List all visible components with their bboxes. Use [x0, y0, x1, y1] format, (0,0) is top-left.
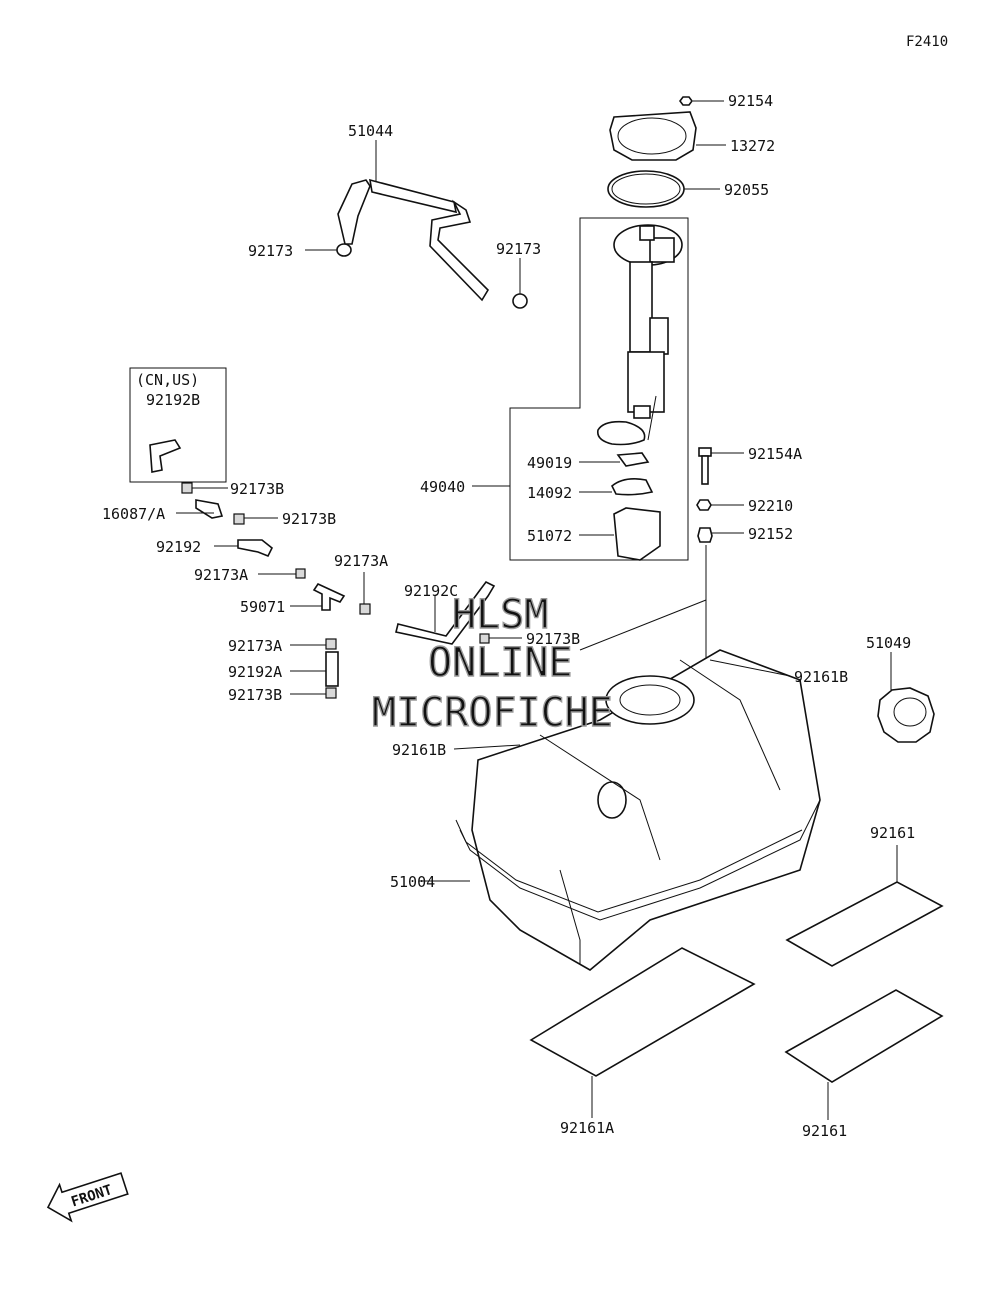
part-92173A-clip-1 — [258, 568, 306, 579]
part-59071-tee — [290, 582, 346, 611]
part-92161-pad-lower — [784, 989, 944, 1120]
part-92173-clamp-left — [305, 243, 352, 257]
part-92161-pad-upper — [785, 845, 944, 967]
part-14092-cover — [579, 478, 654, 496]
label-92154A: 92154A — [748, 445, 802, 463]
part-92173B-clip-4 — [290, 687, 337, 699]
label-49040: 49040 — [420, 478, 465, 496]
part-92173B-clip-3 — [479, 633, 522, 644]
label-51004: 51004 — [390, 873, 435, 891]
label-51049: 51049 — [866, 634, 911, 652]
part-51072-filter — [579, 507, 661, 561]
part-92173A-clip-3 — [290, 638, 337, 650]
label-92210: 92210 — [748, 497, 793, 515]
region-box-cn-us — [129, 367, 227, 483]
label-92161B-lower: 92161B — [392, 741, 446, 759]
label-92161A: 92161A — [560, 1119, 614, 1137]
leader-pump-to-tank — [579, 599, 707, 651]
label-51044: 51044 — [348, 122, 393, 140]
watermark-line3: MICROFICHE — [372, 690, 613, 736]
label-92173A-2: 92173A — [334, 552, 388, 570]
part-49019-clip — [579, 452, 650, 467]
label-92161B-upper: 92161B — [794, 668, 848, 686]
label-14092: 14092 — [527, 484, 572, 502]
label-92152: 92152 — [748, 525, 793, 543]
label-92154: 92154 — [728, 92, 773, 110]
label-92055: 92055 — [724, 181, 769, 199]
label-92192C: 92192C — [404, 582, 458, 600]
front-arrow-badge: FRONT — [46, 1172, 129, 1223]
label-92173B-3: 92173B — [526, 630, 580, 648]
sheet-code: F2410 — [906, 34, 948, 50]
label-92192: 92192 — [156, 538, 201, 556]
label-92173B-2: 92173B — [282, 510, 336, 528]
part-92173-clamp-right — [512, 258, 528, 309]
part-92154-screw — [679, 96, 724, 106]
watermark-line2: ONLINE — [428, 640, 573, 686]
part-51044-hose — [337, 140, 490, 302]
part-fuel-pump — [596, 224, 683, 446]
label-92173A-1: 92173A — [194, 566, 248, 584]
label-13272: 13272 — [730, 137, 775, 155]
label-92161-upper: 92161 — [870, 824, 915, 842]
part-92192A-hose — [290, 651, 339, 687]
part-92173B-clip-2 — [233, 513, 278, 525]
label-92192A: 92192A — [228, 663, 282, 681]
leader-92161B-lower — [453, 744, 521, 750]
label-92173-left: 92173 — [248, 242, 293, 260]
label-region: (CN,US) — [136, 371, 199, 389]
part-92210-nut — [696, 499, 744, 511]
part-92173A-clip-2 — [359, 572, 371, 615]
label-51072: 51072 — [527, 527, 572, 545]
part-92161A-pad — [529, 947, 756, 1118]
part-92192C-pipe — [395, 580, 496, 645]
label-59071: 59071 — [240, 598, 285, 616]
label-49019: 49019 — [527, 454, 572, 472]
watermark-line1: HLSM — [452, 592, 548, 638]
part-92173B-clip-1 — [181, 482, 228, 494]
label-92173B-4: 92173B — [228, 686, 282, 704]
leader-92161B-upper — [709, 659, 791, 677]
part-92154A-bolt — [698, 447, 744, 485]
part-92055-gasket — [607, 170, 720, 208]
part-13272-plate — [609, 111, 726, 161]
label-92161-lower: 92161 — [802, 1122, 847, 1140]
part-51049-cap — [877, 652, 935, 743]
label-92173B-1: 92173B — [230, 480, 284, 498]
label-92173A-3: 92173A — [228, 637, 282, 655]
label-92192B: 92192B — [146, 391, 200, 409]
part-16087-filter — [176, 499, 224, 519]
part-51004-fuel-tank — [419, 649, 821, 971]
label-92173-right: 92173 — [496, 240, 541, 258]
label-16087A: 16087/A — [102, 505, 165, 523]
part-92192-hose — [214, 539, 274, 558]
part-92152-collar — [697, 527, 744, 660]
pump-assembly-outline — [509, 217, 689, 561]
